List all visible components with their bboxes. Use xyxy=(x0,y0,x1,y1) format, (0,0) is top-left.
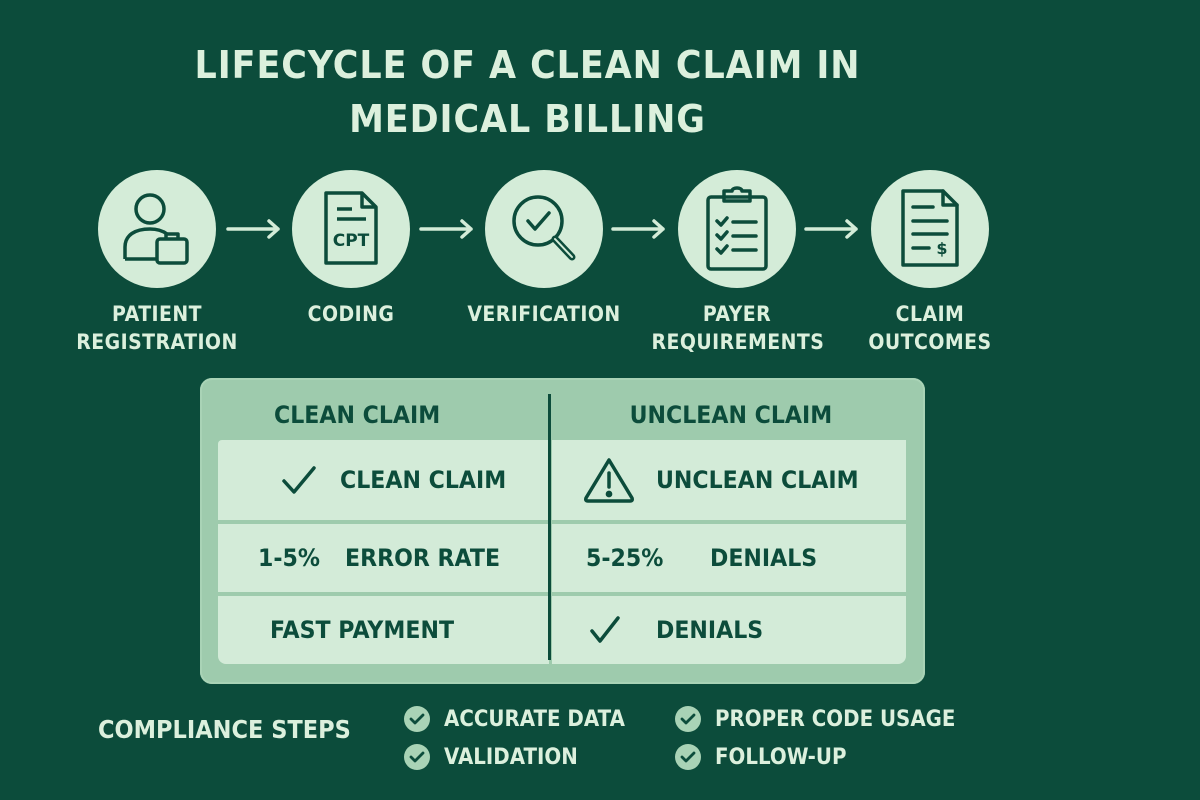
step-circle: $ xyxy=(871,170,989,288)
page-title: LIFECYCLE OF A CLEAN CLAIM IN MEDICAL BI… xyxy=(180,38,875,146)
check-circle-icon xyxy=(675,744,701,770)
title-line-2: MEDICAL BILLING xyxy=(349,97,706,141)
comparison-panel: CLEAN CLAIM UNCLEAN CLAIM CLEAN CLAIM UN… xyxy=(200,378,925,684)
arrow-right-icon xyxy=(226,219,280,239)
check-icon xyxy=(590,616,620,643)
svg-text:$: $ xyxy=(936,239,947,258)
check-circle-icon xyxy=(675,706,701,732)
patient-briefcase-icon xyxy=(123,193,189,265)
step-verification: VERIFICATION xyxy=(449,170,639,328)
step-label: PATIENT REGISTRATION xyxy=(76,302,238,354)
step-label: CLAIM OUTCOMES xyxy=(868,302,992,354)
step-patient-registration: PATIENT REGISTRATION xyxy=(62,170,252,356)
step-payer-requirements: PAYER REQUIREMENTS xyxy=(642,170,832,356)
arrow-right-icon xyxy=(804,219,858,239)
step-label: PAYER REQUIREMENTS xyxy=(651,302,825,354)
magnifier-check-icon xyxy=(512,195,576,261)
clipboard-checklist-icon xyxy=(706,186,768,271)
compliance-title: COMPLIANCE STEPS xyxy=(98,715,351,744)
step-label: CODING xyxy=(307,302,395,326)
compliance-item-proper-code-usage: PROPER CODE USAGE xyxy=(675,703,982,735)
cpt-document-icon: CPT xyxy=(324,191,378,265)
step-label: VERIFICATION xyxy=(467,302,621,326)
clean-row-2: 1-5% ERROR RATE xyxy=(218,524,549,592)
compliance-item-accurate-data: ACCURATE DATA xyxy=(404,703,645,735)
clean-row-1: CLEAN CLAIM xyxy=(218,440,549,520)
step-circle xyxy=(678,170,796,288)
title-line-1: LIFECYCLE OF A CLEAN CLAIM IN xyxy=(194,43,861,87)
check-circle-icon xyxy=(404,706,430,732)
arrow-right-icon xyxy=(611,219,665,239)
clean-claim-header: CLEAN CLAIM xyxy=(274,401,441,429)
unclean-row-2: 5-25% DENIALS xyxy=(552,524,906,592)
clean-row-3: FAST PAYMENT xyxy=(218,596,549,664)
step-circle xyxy=(485,170,603,288)
invoice-dollar-icon: $ xyxy=(901,189,959,267)
svg-text:CPT: CPT xyxy=(333,231,370,251)
arrow-right-icon xyxy=(419,219,473,239)
check-icon xyxy=(282,466,316,494)
unclean-row-3: DENIALS xyxy=(552,596,906,664)
step-coding: CPT CODING xyxy=(256,170,446,328)
step-circle: CPT xyxy=(292,170,410,288)
compliance-item-follow-up: FOLLOW-UP xyxy=(675,741,861,773)
unclean-claim-header: UNCLEAN CLAIM xyxy=(629,401,833,429)
column-divider xyxy=(548,394,551,660)
step-circle xyxy=(98,170,216,288)
check-circle-icon xyxy=(404,744,430,770)
compliance-item-validation: VALIDATION xyxy=(404,741,593,773)
step-claim-outcomes: $ CLAIM OUTCOMES xyxy=(835,170,1025,356)
unclean-row-1: UNCLEAN CLAIM xyxy=(552,440,906,520)
warning-icon xyxy=(584,458,634,503)
